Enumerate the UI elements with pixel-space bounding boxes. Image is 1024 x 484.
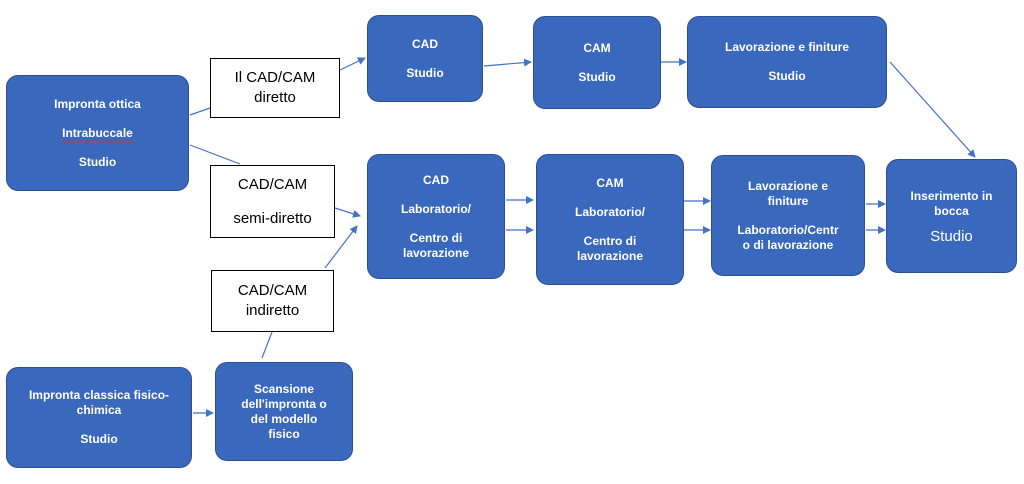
label-cad-cam-indiretto: CAD/CAM indiretto [211,270,334,332]
label-cad-cam-diretto: Il CAD/CAM diretto [210,58,340,118]
arrow-indiretto-to-cad-lab [324,225,358,269]
arrow-diretto-to-cad-studio [339,57,366,71]
label-text: CAD/CAM [237,282,308,299]
node-text: Impronta ottica [54,96,141,111]
node-text: CAM [596,175,624,190]
label-text: Il CAD/CAM [234,69,316,86]
node-text: Intrabuccale [62,125,133,140]
node-text: lavorazione [576,248,644,263]
node-text: Impronta classica fisico- [28,388,170,402]
label-text: semi-diretto [233,209,312,227]
node-text: Studio [78,154,117,169]
node-text: Lavorazione e finiture [724,40,850,54]
arrow-cad-to-cam-studio [483,58,532,67]
node-lavorazione-studio: Lavorazione e finiture Studio [687,16,887,108]
node-cad-lab: CAD Laboratorio/ Centro di lavorazione [367,154,505,279]
connector-ottica-to-semi [189,144,241,165]
node-text: o di lavorazione [742,237,834,252]
node-text: Studio [930,227,973,245]
node-cam-lab: CAM Laboratorio/ Centro di lavorazione [536,154,684,285]
node-text: CAD [412,36,438,51]
node-cad-studio: CAD Studio [367,15,483,102]
node-text: Studio [768,69,806,83]
node-impronta-classica: Impronta classica fisico- chimica Studio [6,367,192,468]
arrow-lav-studio-to-inserimento [889,61,976,158]
node-text: Laboratorio/ [400,201,471,216]
node-text: Studio [406,65,444,80]
node-text: Studio [578,69,616,84]
node-text: Scansione [253,381,315,396]
connector-scansione-to-indiretto [261,331,273,359]
node-scansione: Scansione dell'impronta o del modello fi… [215,362,353,461]
node-lavorazione-lab: Lavorazione e finiture Laboratorio/Centr… [711,155,865,276]
node-text: dell'impronta o [241,396,327,411]
node-text: del modello [250,411,318,426]
node-text: Lavorazione e [747,178,829,193]
node-text: Laboratorio/Centr [737,222,839,237]
node-inserimento: Inserimento in bocca Studio [886,159,1017,273]
node-text: Centro di [583,233,637,248]
node-text: CAD [423,172,449,187]
node-text: lavorazione [402,245,470,260]
node-text: Inserimento in [910,188,993,203]
node-impronta-ottica: Impronta ottica Intrabuccale Studio [6,75,189,191]
arrow-semi-to-cad-lab [334,207,361,218]
node-text: Laboratorio/ [574,204,645,219]
node-text: CAM [583,40,611,55]
node-text: Studio [80,432,118,446]
node-text: Centro di [409,230,463,245]
node-text: chimica [76,403,122,417]
node-text: finiture [767,193,809,208]
label-text: indiretto [245,302,300,319]
label-text: diretto [254,89,296,106]
connector-ottica-to-diretto [189,107,211,116]
node-text: fisico [268,426,300,441]
label-text: CAD/CAM [237,175,308,193]
label-cad-cam-semi-diretto: CAD/CAM semi-diretto [210,165,335,238]
node-text: bocca [934,203,969,218]
node-cam-studio: CAM Studio [533,16,661,109]
